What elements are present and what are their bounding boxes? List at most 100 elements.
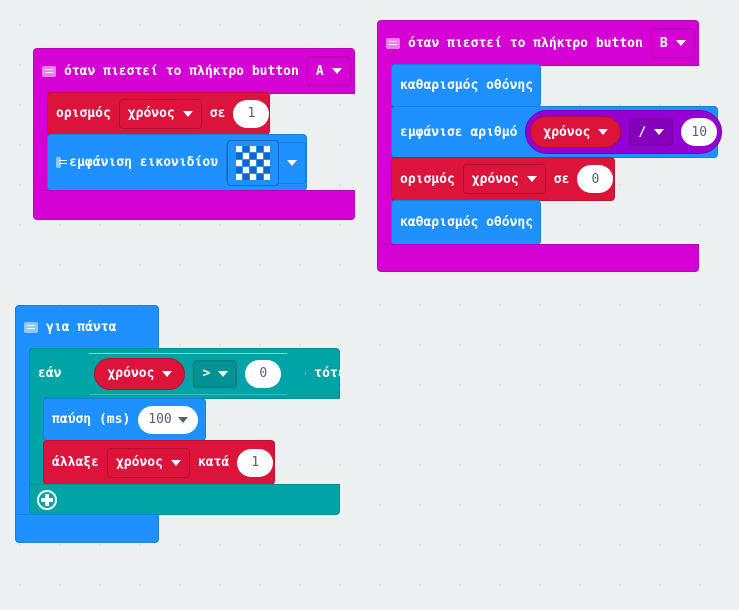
led-pixel bbox=[257, 159, 263, 166]
variable-dropdown[interactable]: χρόνος bbox=[462, 164, 546, 194]
if-bottom bbox=[29, 484, 340, 515]
led-pixel bbox=[250, 166, 256, 173]
set-label: ορισμός bbox=[400, 171, 455, 187]
chevron-down-icon bbox=[526, 176, 537, 182]
led-pixel bbox=[257, 145, 263, 152]
value-input[interactable]: 1 bbox=[233, 99, 270, 128]
variable-name: χρόνος bbox=[471, 171, 519, 187]
chevron-down-icon bbox=[598, 129, 609, 135]
led-pixel bbox=[257, 166, 263, 173]
led-pixel bbox=[257, 173, 263, 180]
show-icon-block[interactable]: εμφάνιση εικονιδίου bbox=[47, 134, 307, 191]
operator-dropdown[interactable]: > bbox=[193, 360, 237, 388]
operator-value: / bbox=[638, 124, 647, 140]
chevron-down-icon bbox=[182, 110, 193, 117]
led-pixel bbox=[257, 152, 263, 159]
led-icon-preview bbox=[227, 139, 279, 186]
led-pixel bbox=[236, 159, 242, 166]
divisor-input[interactable]: 10 bbox=[681, 118, 718, 146]
comment-icon[interactable] bbox=[24, 322, 38, 333]
led-pixel bbox=[264, 173, 270, 180]
clear-screen-block[interactable]: καθαρισμός οθόνης bbox=[391, 64, 541, 107]
set-variable-block[interactable]: ορισμός χρόνος σε 0 bbox=[391, 157, 615, 201]
led-pixel bbox=[243, 152, 249, 159]
button-value: B bbox=[659, 35, 668, 51]
icon-dropdown[interactable] bbox=[226, 139, 306, 186]
on-button-a-hat[interactable]: όταν πιεστεί το πλήκτρο button A bbox=[33, 48, 355, 94]
clear-screen-block[interactable]: καθαρισμός οθόνης bbox=[391, 200, 541, 245]
set-variable-block[interactable]: ορισμός χρόνος σε 1 bbox=[47, 92, 270, 135]
clear-label: καθαρισμός οθόνης bbox=[400, 78, 534, 93]
led-pixel bbox=[243, 173, 249, 180]
variable-name: χρόνος bbox=[107, 366, 155, 381]
button-dropdown[interactable]: A bbox=[306, 56, 351, 86]
set-label: ορισμός bbox=[56, 106, 111, 121]
led-pixel bbox=[243, 166, 249, 173]
pause-block[interactable]: παύση (ms) 100 bbox=[43, 398, 206, 441]
led-pixel bbox=[236, 152, 242, 159]
comment-icon[interactable] bbox=[42, 65, 56, 77]
operator-value: > bbox=[202, 366, 211, 381]
led-pixel bbox=[264, 152, 270, 159]
clear-label: καθαρισμός οθόνης bbox=[400, 215, 534, 230]
hat-label: όταν πιεστεί το πλήκτρο button bbox=[64, 63, 299, 79]
show-number-label: εμφάνισε αριθμό bbox=[400, 124, 518, 140]
led-pixel bbox=[243, 159, 249, 166]
variable-dropdown[interactable]: χρόνος bbox=[118, 98, 202, 129]
to-label: σε bbox=[209, 106, 226, 121]
operator-dropdown[interactable]: / bbox=[629, 118, 674, 146]
show-icon-label: εμφάνιση εικονιδίου bbox=[69, 155, 218, 170]
on-button-b-hat[interactable]: όταν πιεστεί το πλήκτρο button B bbox=[377, 20, 699, 66]
led-pixel bbox=[243, 145, 249, 152]
compare-block[interactable]: χρόνος > 0 bbox=[69, 353, 306, 395]
block-bottom bbox=[15, 514, 159, 543]
variable-reporter[interactable]: χρόνος bbox=[530, 116, 622, 148]
chevron-down-icon bbox=[287, 159, 297, 166]
forever-hat[interactable]: για πάντα bbox=[15, 305, 159, 350]
pause-label: παύση (ms) bbox=[52, 412, 131, 427]
block-bottom bbox=[377, 244, 699, 272]
pause-dropdown[interactable]: 100 bbox=[138, 405, 198, 434]
chevron-down-icon bbox=[654, 129, 665, 135]
hat-label: όταν πιεστεί το πλήκτρο button bbox=[408, 35, 643, 51]
if-label: εάν bbox=[38, 366, 62, 381]
change-variable-block[interactable]: άλλαξε χρόνος κατά 1 bbox=[43, 440, 275, 485]
block-bottom bbox=[33, 190, 355, 220]
variable-name: χρόνος bbox=[115, 455, 163, 470]
led-pixel bbox=[250, 159, 256, 166]
then-label: τότε bbox=[314, 366, 346, 381]
comment-icon[interactable] bbox=[56, 157, 68, 168]
to-label: σε bbox=[553, 171, 570, 187]
led-pixel bbox=[264, 166, 270, 173]
variable-reporter[interactable]: χρόνος bbox=[94, 358, 185, 390]
change-label: άλλαξε bbox=[52, 455, 99, 470]
pause-value: 100 bbox=[148, 412, 172, 427]
led-pixel bbox=[264, 145, 270, 152]
chevron-down-icon bbox=[218, 371, 228, 377]
led-pixel bbox=[236, 166, 242, 173]
comment-icon[interactable] bbox=[386, 37, 400, 49]
button-dropdown[interactable]: B bbox=[650, 28, 695, 58]
led-pixel bbox=[250, 145, 256, 152]
chevron-down-icon bbox=[162, 371, 172, 377]
by-label: κατά bbox=[197, 455, 230, 470]
led-pixel bbox=[264, 159, 270, 166]
change-value-input[interactable]: 1 bbox=[237, 448, 274, 477]
led-pixel bbox=[250, 173, 256, 180]
variable-name: χρόνος bbox=[543, 124, 591, 140]
led-pixel bbox=[236, 145, 242, 152]
if-block[interactable]: εάν χρόνος > 0 τότε bbox=[29, 348, 346, 399]
chevron-down-icon bbox=[170, 459, 181, 466]
chevron-down-icon bbox=[177, 416, 188, 423]
add-else-icon[interactable] bbox=[37, 489, 57, 510]
show-number-block[interactable]: εμφάνισε αριθμό χρόνος / 10 bbox=[391, 106, 723, 158]
compare-value-input[interactable]: 0 bbox=[245, 360, 281, 388]
led-pixel bbox=[236, 173, 242, 180]
chevron-down-icon bbox=[675, 40, 686, 46]
chevron-down-icon bbox=[331, 68, 342, 74]
value-input[interactable]: 0 bbox=[577, 165, 614, 193]
led-pixel bbox=[250, 152, 256, 159]
variable-dropdown[interactable]: χρόνος bbox=[106, 447, 190, 478]
variable-name: χρόνος bbox=[127, 106, 175, 121]
division-block[interactable]: χρόνος / 10 bbox=[525, 110, 723, 154]
